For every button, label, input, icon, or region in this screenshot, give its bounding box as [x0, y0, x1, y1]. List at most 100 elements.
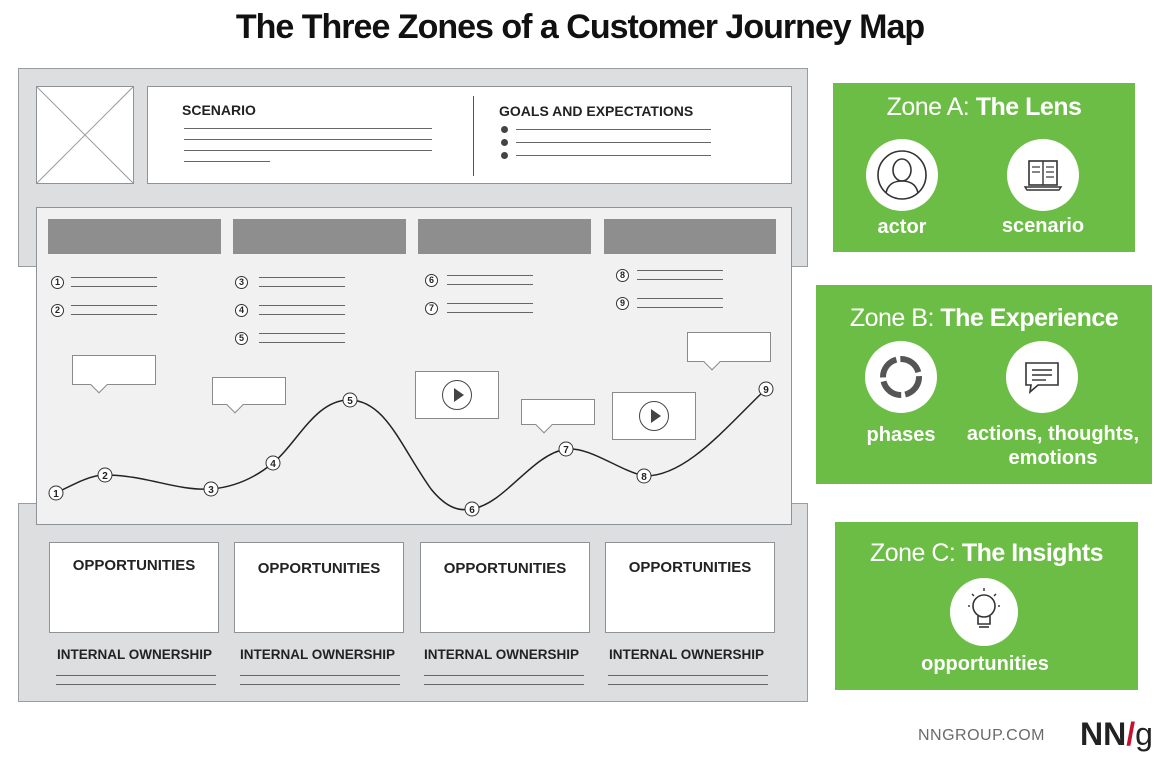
lightbulb-icon — [950, 578, 1018, 646]
zone-c-panel: Zone C: The Insights opportunities — [835, 522, 1138, 690]
text-line — [637, 270, 723, 271]
text-line — [71, 305, 157, 306]
nng-logo: NN/g — [1080, 716, 1153, 752]
text-line — [259, 333, 345, 334]
bullet-dot — [501, 139, 508, 146]
text-line — [240, 675, 400, 676]
text-line — [447, 312, 533, 313]
text-line — [56, 675, 216, 676]
step-marker: 9 — [616, 297, 629, 310]
phases-icon — [865, 341, 937, 413]
zone-a-panel: Zone A: The Lens actor scenario — [833, 83, 1135, 252]
bullet-dot — [501, 152, 508, 159]
internal-ownership-label: INTERNAL OWNERSHIP — [424, 647, 580, 662]
curve-point: 3 — [203, 481, 219, 497]
page-title: The Three Zones of a Customer Journey Ma… — [235, 8, 925, 46]
text-line — [447, 303, 533, 304]
scenario-label: scenario — [1001, 215, 1085, 237]
step-marker: 2 — [51, 304, 64, 317]
text-line — [516, 129, 711, 130]
step-marker: 3 — [235, 276, 248, 289]
divider — [473, 96, 474, 176]
scenario-goals-box: SCENARIO GOALS AND EXPECTATIONS — [147, 86, 792, 184]
zone-b-title: Zone B: The Experience — [849, 304, 1119, 332]
scenario-icon — [1007, 139, 1079, 211]
internal-ownership-label: INTERNAL OWNERSHIP — [240, 647, 396, 662]
phase-bar-2 — [233, 219, 406, 254]
step-marker: 5 — [235, 332, 248, 345]
persona-image-placeholder — [36, 86, 134, 184]
step-marker: 7 — [425, 302, 438, 315]
step-marker: 4 — [235, 304, 248, 317]
text-line — [424, 684, 584, 685]
opportunities-box: OPPORTUNITIES — [49, 542, 219, 633]
bullet-dot — [501, 126, 508, 133]
chat-bubble-icon — [1006, 341, 1078, 413]
svg-text:3: 3 — [208, 485, 214, 496]
text-line — [56, 684, 216, 685]
opportunities-label: opportunities — [921, 653, 1049, 675]
text-line — [516, 142, 711, 143]
text-line — [259, 342, 345, 343]
play-icon — [639, 401, 669, 431]
text-line — [71, 314, 157, 315]
step-marker: 1 — [51, 276, 64, 289]
curve-point: 1 — [48, 485, 64, 501]
actor-icon — [866, 139, 938, 211]
svg-text:7: 7 — [563, 445, 569, 456]
emotion-curve: 1 2 3 4 5 6 7 8 9 — [48, 381, 774, 517]
text-line — [71, 286, 157, 287]
text-line — [259, 305, 345, 306]
curve-point: 9 — [758, 381, 774, 397]
text-line — [447, 275, 533, 276]
internal-ownership-label: INTERNAL OWNERSHIP — [57, 647, 213, 662]
svg-text:2: 2 — [102, 471, 108, 482]
thought-bubble — [521, 399, 595, 434]
curve-point: 4 — [265, 455, 281, 471]
thought-bubble — [72, 355, 156, 394]
video-thumbnail — [612, 392, 696, 440]
text-line — [184, 150, 432, 151]
video-thumbnail — [415, 371, 499, 419]
text-line — [71, 277, 157, 278]
phase-bar-3 — [418, 219, 591, 254]
opportunities-box: OPPORTUNITIES — [420, 542, 590, 633]
step-marker: 6 — [425, 274, 438, 287]
curve-point: 5 — [342, 392, 358, 408]
zone-b-panel: Zone B: The Experience phases actions, t… — [816, 285, 1152, 484]
play-icon — [442, 380, 472, 410]
text-line — [608, 675, 768, 676]
svg-text:9: 9 — [763, 385, 769, 396]
text-line — [184, 128, 432, 129]
step-marker: 8 — [616, 269, 629, 282]
text-line — [259, 314, 345, 315]
opportunities-box: OPPORTUNITIES — [234, 542, 404, 633]
curve-point: 6 — [464, 501, 480, 517]
curve-point: 7 — [558, 441, 574, 457]
curve-point: 8 — [636, 468, 652, 484]
curve-point: 2 — [97, 467, 113, 483]
internal-ownership-label: INTERNAL OWNERSHIP — [609, 647, 765, 662]
thought-bubble — [212, 377, 286, 414]
thought-bubble — [687, 332, 771, 371]
text-line — [240, 684, 400, 685]
zone-c-title: Zone C: The Insights — [869, 539, 1104, 567]
text-line — [637, 279, 723, 280]
text-line — [447, 284, 533, 285]
actor-label: actor — [877, 216, 927, 238]
svg-text:6: 6 — [469, 505, 475, 516]
svg-text:4: 4 — [270, 459, 276, 470]
goals-label: GOALS AND EXPECTATIONS — [499, 103, 694, 119]
text-line — [608, 684, 768, 685]
emotion-curve-line — [55, 388, 767, 511]
text-line — [259, 286, 345, 287]
phases-label: phases — [866, 424, 936, 446]
text-line — [184, 161, 270, 162]
phase-bar-4 — [604, 219, 776, 254]
text-line — [184, 139, 432, 140]
text-line — [637, 298, 723, 299]
svg-text:8: 8 — [641, 472, 647, 483]
text-line — [637, 307, 723, 308]
actions-thoughts-emotions-label: actions, thoughts, emotions — [966, 423, 1140, 469]
zone-a-title: Zone A: The Lens — [886, 93, 1082, 121]
